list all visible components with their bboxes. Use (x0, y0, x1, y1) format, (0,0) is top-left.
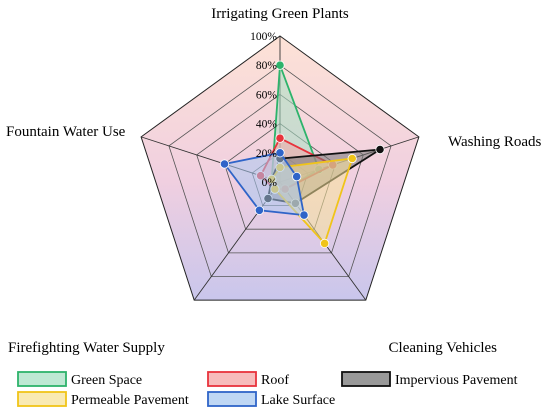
data-point-roof (275, 133, 285, 143)
legend-label-green-space: Green Space (71, 373, 142, 388)
data-point-lake-surface (219, 159, 230, 169)
legend-swatch-green-space (17, 371, 67, 387)
data-point-lake-surface (254, 205, 264, 215)
legend-label-roof: Roof (261, 373, 289, 388)
grid-ring (168, 64, 392, 277)
tick-label: 80% (256, 60, 278, 72)
legend-swatch-lake-surface (207, 391, 257, 407)
legend-swatch-permeable-pavement (17, 391, 67, 407)
radial-ticks: 0% 20% 40% 60% 80% 100% (250, 31, 277, 189)
axis-label-cleaning-vehicles: Cleaning Vehicles (389, 340, 498, 356)
data-point-impervious-pavement (375, 144, 385, 155)
legend-swatch-roof (207, 371, 257, 387)
axis-label-fountain-water-use: Fountain Water Use (6, 124, 126, 140)
series-area-lake-surface (222, 151, 306, 217)
axis-label-irrigating-green-plants: Irrigating Green Plants (211, 6, 349, 22)
legend-label-lake-surface: Lake Surface (261, 393, 335, 408)
grid-ring (196, 93, 364, 254)
axis-label-firefighting-water-supply: Firefighting Water Supply (8, 340, 165, 356)
radar-series (219, 60, 385, 248)
tick-label: 60% (256, 89, 278, 101)
legend-label-impervious-pavement: Impervious Pavement (395, 373, 518, 388)
tick-label: 40% (256, 119, 278, 131)
data-point-permeable-pavement (319, 238, 330, 248)
data-point-permeable-pavement (347, 153, 357, 164)
series-lake-surface (219, 148, 309, 220)
legend-swatch-impervious-pavement (341, 371, 391, 387)
data-point-lake-surface (299, 210, 309, 220)
data-point-lake-surface (275, 148, 285, 158)
data-point-green-space (275, 60, 285, 70)
axis-label-washing-roads: Washing Roads (448, 134, 542, 150)
legend-label-permeable-pavement: Permeable Pavement (71, 393, 189, 408)
tick-label: 0% (262, 177, 278, 189)
legend: Green Space Roof Impervious PavementPermea… (17, 371, 518, 408)
data-point-lake-surface (292, 172, 302, 182)
tick-label: 100% (250, 31, 277, 43)
tick-label: 20% (256, 148, 278, 160)
